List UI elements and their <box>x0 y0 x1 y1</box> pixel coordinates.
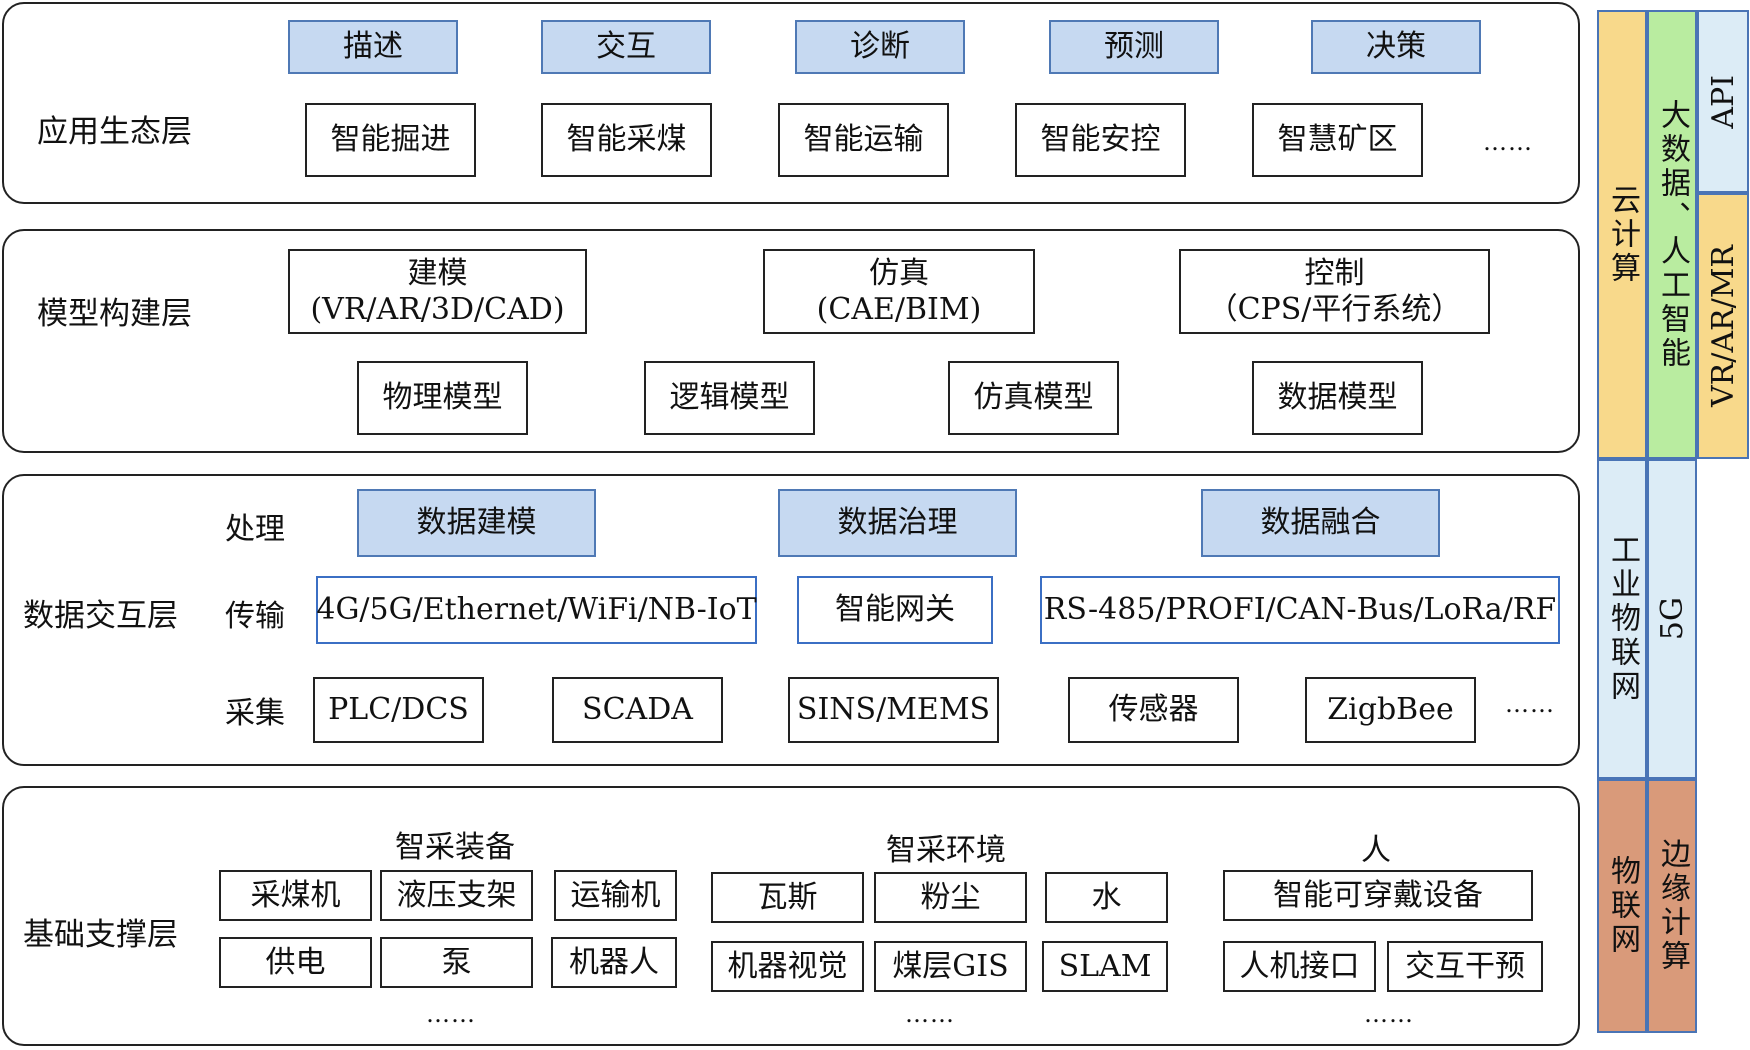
equip-robot: 机器人 <box>551 937 677 988</box>
collect-zigbee: ZigbBee <box>1305 677 1476 743</box>
env-dust: 粉尘 <box>874 872 1027 923</box>
model-data-model: 数据模型 <box>1252 361 1423 435</box>
equip-power-supply: 供电 <box>219 937 372 988</box>
layer-name-data: 数据交互层 <box>23 598 178 634</box>
model-logical: 逻辑模型 <box>644 361 815 435</box>
collect-plc-dcs: PLC/DCS <box>313 677 484 743</box>
transfer-wireless: 4G/5G/Ethernet/WiFi/NB-IoT <box>316 576 757 644</box>
env-ellipsis: …… <box>905 1000 955 1028</box>
app-function-predict: 预测 <box>1049 20 1219 74</box>
side-iot: 物联网 <box>1597 779 1647 1033</box>
transfer-fieldbus: RS-485/PROFI/CAN-Bus/LoRa/RF <box>1040 576 1560 644</box>
model-modeling-sub: (VR/AR/3D/CAD) <box>310 291 565 327</box>
model-simulation-box: 仿真 (CAE/BIM) <box>763 249 1035 334</box>
model-control-sub: （CPS/平行系统） <box>1207 291 1462 327</box>
app-item-coal-mining: 智能采煤 <box>541 103 712 177</box>
model-control-title: 控制 <box>1304 255 1365 291</box>
human-wearable-device: 智能可穿戴设备 <box>1223 870 1533 921</box>
equip-conveyor: 运输机 <box>554 870 677 921</box>
side-5g: 5G <box>1647 459 1697 779</box>
layer-name-application: 应用生态层 <box>37 114 192 150</box>
layer-name-model: 模型构建层 <box>37 296 192 332</box>
data-governance: 数据治理 <box>778 489 1017 557</box>
app-item-transport: 智能运输 <box>778 103 949 177</box>
app-ellipsis: …… <box>1483 128 1533 156</box>
human-hmi: 人机接口 <box>1223 941 1376 992</box>
collect-sins-mems: SINS/MEMS <box>788 677 999 743</box>
collect-scada: SCADA <box>552 677 723 743</box>
equip-hydraulic-support: 液压支架 <box>380 870 533 921</box>
app-function-diagnose: 诊断 <box>795 20 965 74</box>
side-api: API <box>1697 10 1749 193</box>
env-machine-vision: 机器视觉 <box>711 941 864 992</box>
model-physical: 物理模型 <box>357 361 528 435</box>
app-function-decide: 决策 <box>1311 20 1481 74</box>
model-simulation-title: 仿真 <box>869 255 929 291</box>
model-simulation-model: 仿真模型 <box>948 361 1119 435</box>
app-function-describe: 描述 <box>288 20 458 74</box>
base-group-human-title: 人 <box>1361 833 1391 868</box>
side-industrial-iot: 工业物联网 <box>1597 459 1647 779</box>
side-vr-ar-mr: VR/AR/MR <box>1697 193 1749 459</box>
app-item-smart-mine-area: 智慧矿区 <box>1252 103 1423 177</box>
collect-ellipsis: …… <box>1505 690 1555 718</box>
env-water: 水 <box>1045 872 1168 923</box>
side-edge-computing: 边缘计算 <box>1647 779 1697 1033</box>
env-coal-seam-gis: 煤层GIS <box>874 941 1027 992</box>
equip-shearer: 采煤机 <box>219 870 372 921</box>
layer-name-base: 基础支撑层 <box>23 917 178 953</box>
model-modeling-box: 建模 (VR/AR/3D/CAD) <box>288 249 587 334</box>
app-item-tunneling: 智能掘进 <box>305 103 476 177</box>
model-modeling-title: 建模 <box>407 255 468 291</box>
data-transfer-label: 传输 <box>225 599 285 634</box>
model-simulation-sub: (CAE/BIM) <box>816 291 982 327</box>
base-group-equipment-title: 智采装备 <box>395 830 515 865</box>
transfer-smart-gateway: 智能网关 <box>797 576 993 644</box>
app-item-safety-control: 智能安控 <box>1015 103 1186 177</box>
data-fusion: 数据融合 <box>1201 489 1440 557</box>
model-control-box: 控制 （CPS/平行系统） <box>1179 249 1490 334</box>
side-bigdata-ai: 大数据、人工智能 <box>1647 10 1697 459</box>
side-cloud-computing: 云计算 <box>1597 10 1647 459</box>
data-collect-label: 采集 <box>225 696 285 731</box>
human-interactive-intervention: 交互干预 <box>1387 941 1543 992</box>
data-modeling: 数据建模 <box>357 489 596 557</box>
equip-ellipsis: …… <box>426 1000 476 1028</box>
app-function-interact: 交互 <box>541 20 711 74</box>
base-group-environment-title: 智采环境 <box>886 833 1006 868</box>
env-slam: SLAM <box>1042 941 1168 992</box>
env-gas: 瓦斯 <box>711 872 864 923</box>
collect-sensor: 传感器 <box>1068 677 1239 743</box>
human-ellipsis: …… <box>1364 1000 1414 1028</box>
equip-pump: 泵 <box>380 937 533 988</box>
data-process-label: 处理 <box>225 512 285 547</box>
